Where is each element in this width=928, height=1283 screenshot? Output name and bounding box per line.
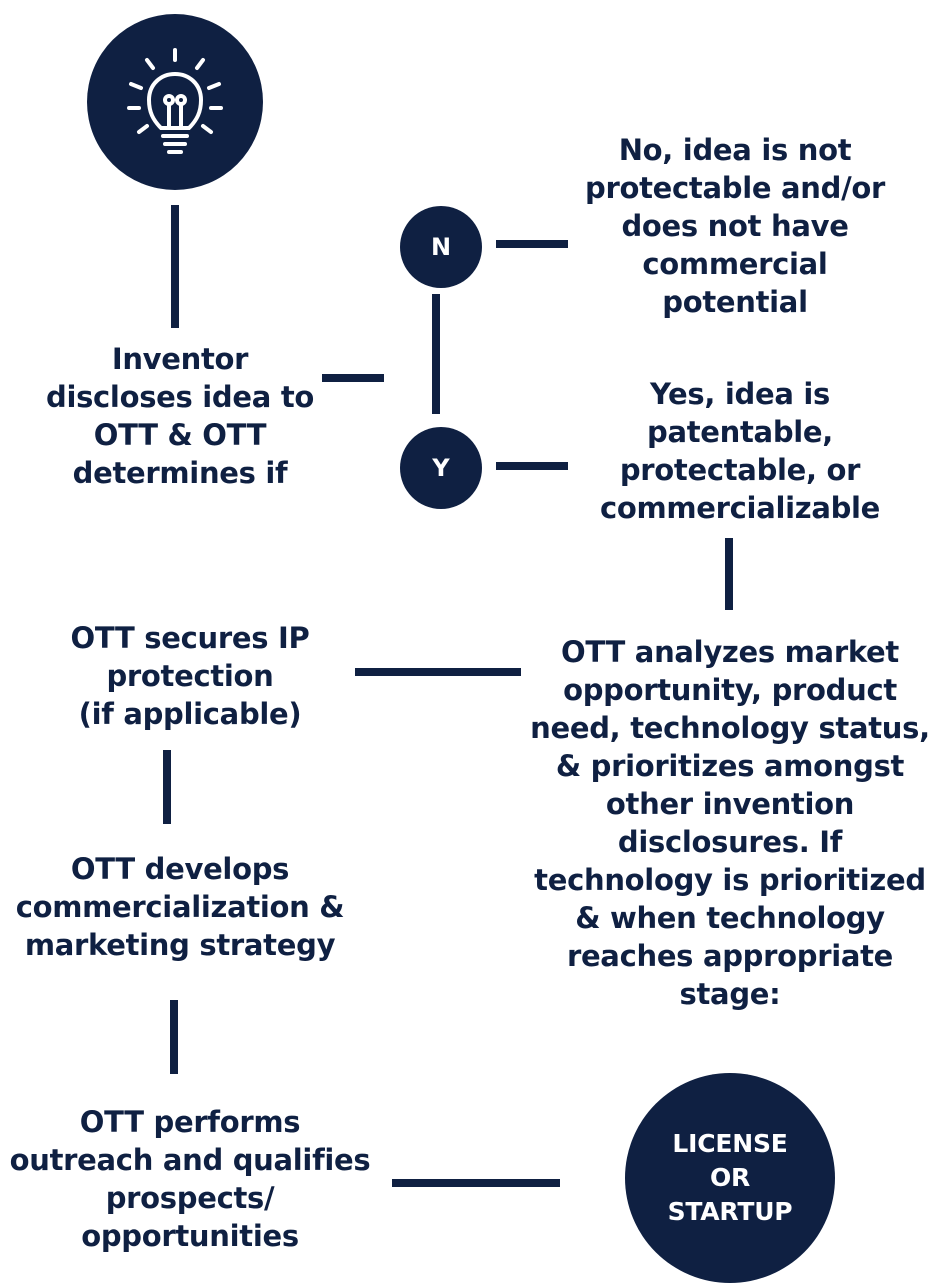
decision-no-letter: N xyxy=(430,233,452,261)
disclose-step-text: Inventor discloses idea to OTT & OTT det… xyxy=(45,342,315,490)
connector-secure-ip-develop xyxy=(163,750,171,824)
decision-no-circle: N xyxy=(400,206,482,288)
lightbulb-circle xyxy=(87,14,263,190)
connector-develop-outreach xyxy=(170,1000,178,1074)
decision-yes-circle: Y xyxy=(400,427,482,509)
license-or-startup-label: LICENSE OR STARTUP xyxy=(667,1129,793,1226)
secure-ip-step-text: OTT secures IP protection (if applicable… xyxy=(70,621,310,731)
no-outcome-text: No, idea is not protectable and/or does … xyxy=(585,133,885,319)
analyze-step-text: OTT analyzes market opportunity, product… xyxy=(530,635,928,1011)
connector-yes-analyze xyxy=(725,538,733,610)
connector-analyze-secure-ip xyxy=(355,668,521,676)
connector-no-yes xyxy=(432,294,440,414)
connector-disclose-decision xyxy=(322,374,384,382)
lightbulb-icon xyxy=(127,48,223,154)
outreach-step-text: OTT performs outreach and qualifies pros… xyxy=(9,1105,371,1253)
connector-bulb-disclose xyxy=(171,205,179,328)
connector-outreach-end xyxy=(392,1179,560,1187)
develop-step-text: OTT develops commercialization & marketi… xyxy=(15,852,345,962)
decision-yes-letter: Y xyxy=(432,454,450,482)
connector-yes-outcome xyxy=(496,462,568,470)
license-or-startup-circle: LICENSE OR STARTUP xyxy=(625,1073,835,1283)
connector-no-outcome xyxy=(496,240,568,248)
yes-outcome-text: Yes, idea is patentable, protectable, or… xyxy=(599,377,881,525)
